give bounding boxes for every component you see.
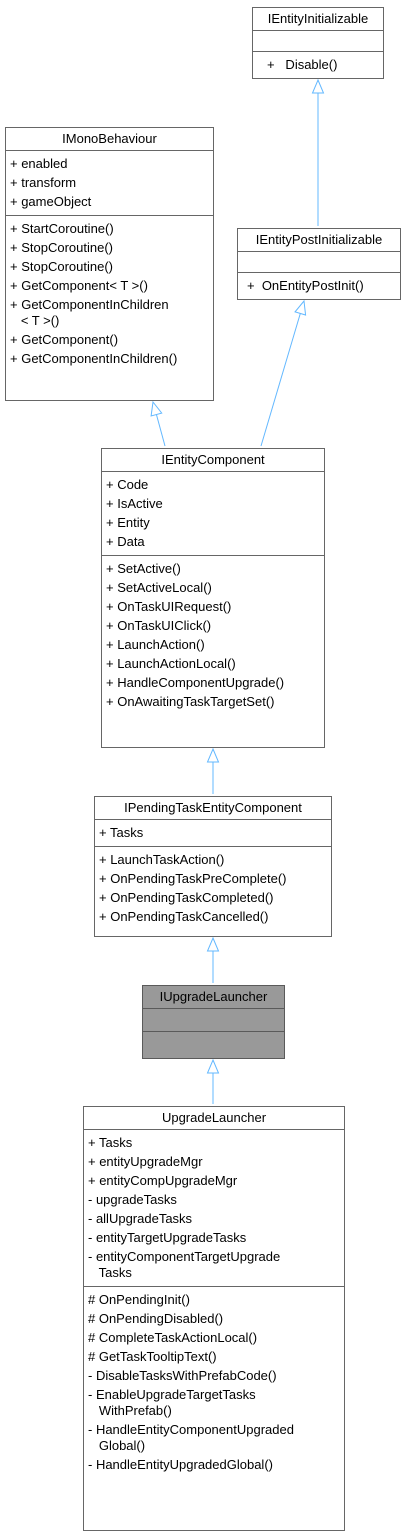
class-title: IUpgradeLauncher [143, 986, 284, 1009]
attribute: + entityUpgradeMgr [88, 1154, 203, 1169]
attributes-section: + Code + IsActive + Entity + Data [102, 472, 324, 556]
operation: + SetActiveLocal() [106, 580, 212, 595]
attribute: - allUpgradeTasks [88, 1211, 193, 1226]
arrow-postinit-to-initializable-head [311, 78, 325, 94]
attribute: + IsActive [106, 496, 163, 511]
attribute: + Data [106, 534, 145, 549]
attribute: - entityTargetUpgradeTasks [88, 1230, 247, 1245]
attribute: + Entity [106, 515, 150, 530]
operation: + LaunchTaskAction() [99, 852, 225, 867]
operation: + OnPendingTaskCancelled() [99, 909, 269, 924]
operation: # OnPendingInit() [88, 1292, 190, 1307]
class-upgradelauncher[interactable]: UpgradeLauncher + Tasks + entityUpgradeM… [83, 1106, 345, 1531]
operation: + StopCoroutine() [10, 259, 113, 274]
attribute: + enabled [10, 156, 68, 171]
class-ipendingtaskentitycomponent[interactable]: IPendingTaskEntityComponent + Tasks + La… [94, 796, 332, 937]
operation: - EnableUpgradeTargetTasks WithPrefab() [88, 1387, 256, 1418]
class-title: IEntityInitializable [253, 8, 383, 31]
operation: + OnAwaitingTaskTargetSet() [106, 694, 275, 709]
class-ientityinitializable[interactable]: IEntityInitializable + Disable() [252, 7, 384, 79]
arrow-upgradelauncher-iface-to-pending-head [206, 936, 220, 952]
operation: + HandleComponentUpgrade() [106, 675, 285, 690]
operation: + OnPendingTaskCompleted() [99, 890, 274, 905]
operations-section: + SetActive() + SetActiveLocal() + OnTas… [102, 556, 324, 715]
operations-section: + Disable() [253, 52, 383, 78]
operation: - HandleEntityUpgradedGlobal() [88, 1457, 273, 1472]
arrow-entitycomponent-to-monobehaviour-head [150, 400, 163, 417]
arrow-upgradelauncher-to-iface-head [206, 1058, 220, 1074]
operations-section: # OnPendingInit() # OnPendingDisabled() … [84, 1287, 344, 1478]
operation: + StopCoroutine() [10, 240, 113, 255]
class-title: IPendingTaskEntityComponent [95, 797, 331, 820]
operation: + GetComponentInChildren < T >() [10, 297, 169, 328]
attribute: + Tasks [88, 1135, 133, 1150]
attribute: + gameObject [10, 194, 92, 209]
operations-section: + StartCoroutine() + StopCoroutine() + S… [6, 216, 213, 372]
attributes-section [253, 31, 383, 52]
arrow-entitycomponent-to-postinit-line [260, 313, 301, 447]
class-imonobehaviour[interactable]: IMonoBehaviour + enabled + transform + g… [5, 127, 214, 401]
operation: # OnPendingDisabled() [88, 1311, 224, 1326]
operation: + GetComponent() [10, 332, 119, 347]
class-title: IEntityComponent [102, 449, 324, 472]
operation: + GetComponent< T >() [10, 278, 148, 293]
operation: # CompleteTaskActionLocal() [88, 1330, 258, 1345]
arrow-pending-to-entitycomponent-head [206, 747, 220, 763]
operations-section [143, 1032, 284, 1054]
attribute: - entityComponentTargetUpgrade Tasks [88, 1249, 281, 1280]
operation: + OnTaskUIClick() [106, 618, 212, 633]
arrow-entitycomponent-to-monobehaviour-line [155, 414, 166, 447]
attributes-section: + Tasks [95, 820, 331, 847]
operations-section: + OnEntityPostInit() [238, 273, 400, 299]
class-ientitycomponent[interactable]: IEntityComponent + Code + IsActive + Ent… [101, 448, 325, 748]
operations-section: + LaunchTaskAction() + OnPendingTaskPreC… [95, 847, 331, 930]
operation: + OnPendingTaskPreComplete() [99, 871, 287, 886]
operation: # GetTaskTooltipText() [88, 1349, 217, 1364]
attribute: - upgradeTasks [88, 1192, 177, 1207]
operation: - DisableTasksWithPrefabCode() [88, 1368, 277, 1383]
attribute: + Code [106, 477, 149, 492]
class-title: IEntityPostInitializable [238, 229, 400, 252]
operation: + LaunchAction() [106, 637, 205, 652]
attributes-section [238, 252, 400, 273]
attribute: + transform [10, 175, 77, 190]
attributes-section: + Tasks + entityUpgradeMgr + entityCompU… [84, 1130, 344, 1287]
attribute: + Tasks [99, 825, 144, 840]
operation: - HandleEntityComponentUpgraded Global() [88, 1422, 294, 1453]
operation: + LaunchActionLocal() [106, 656, 236, 671]
class-title: UpgradeLauncher [84, 1107, 344, 1130]
operation: + OnTaskUIRequest() [106, 599, 232, 614]
operation: + SetActive() [106, 561, 181, 576]
class-iupgradelauncher[interactable]: IUpgradeLauncher [142, 985, 285, 1059]
operation: + StartCoroutine() [10, 221, 114, 236]
operation: + GetComponentInChildren() [10, 351, 178, 366]
class-ientitypostinitializable[interactable]: IEntityPostInitializable + OnEntityPostI… [237, 228, 401, 300]
operation: + Disable() [267, 57, 338, 72]
arrow-entitycomponent-to-postinit-head [294, 299, 307, 316]
attributes-section: + enabled + transform + gameObject [6, 151, 213, 216]
class-title: IMonoBehaviour [6, 128, 213, 151]
attributes-section [143, 1009, 284, 1032]
operation: + OnEntityPostInit() [247, 278, 364, 293]
attribute: + entityCompUpgradeMgr [88, 1173, 238, 1188]
